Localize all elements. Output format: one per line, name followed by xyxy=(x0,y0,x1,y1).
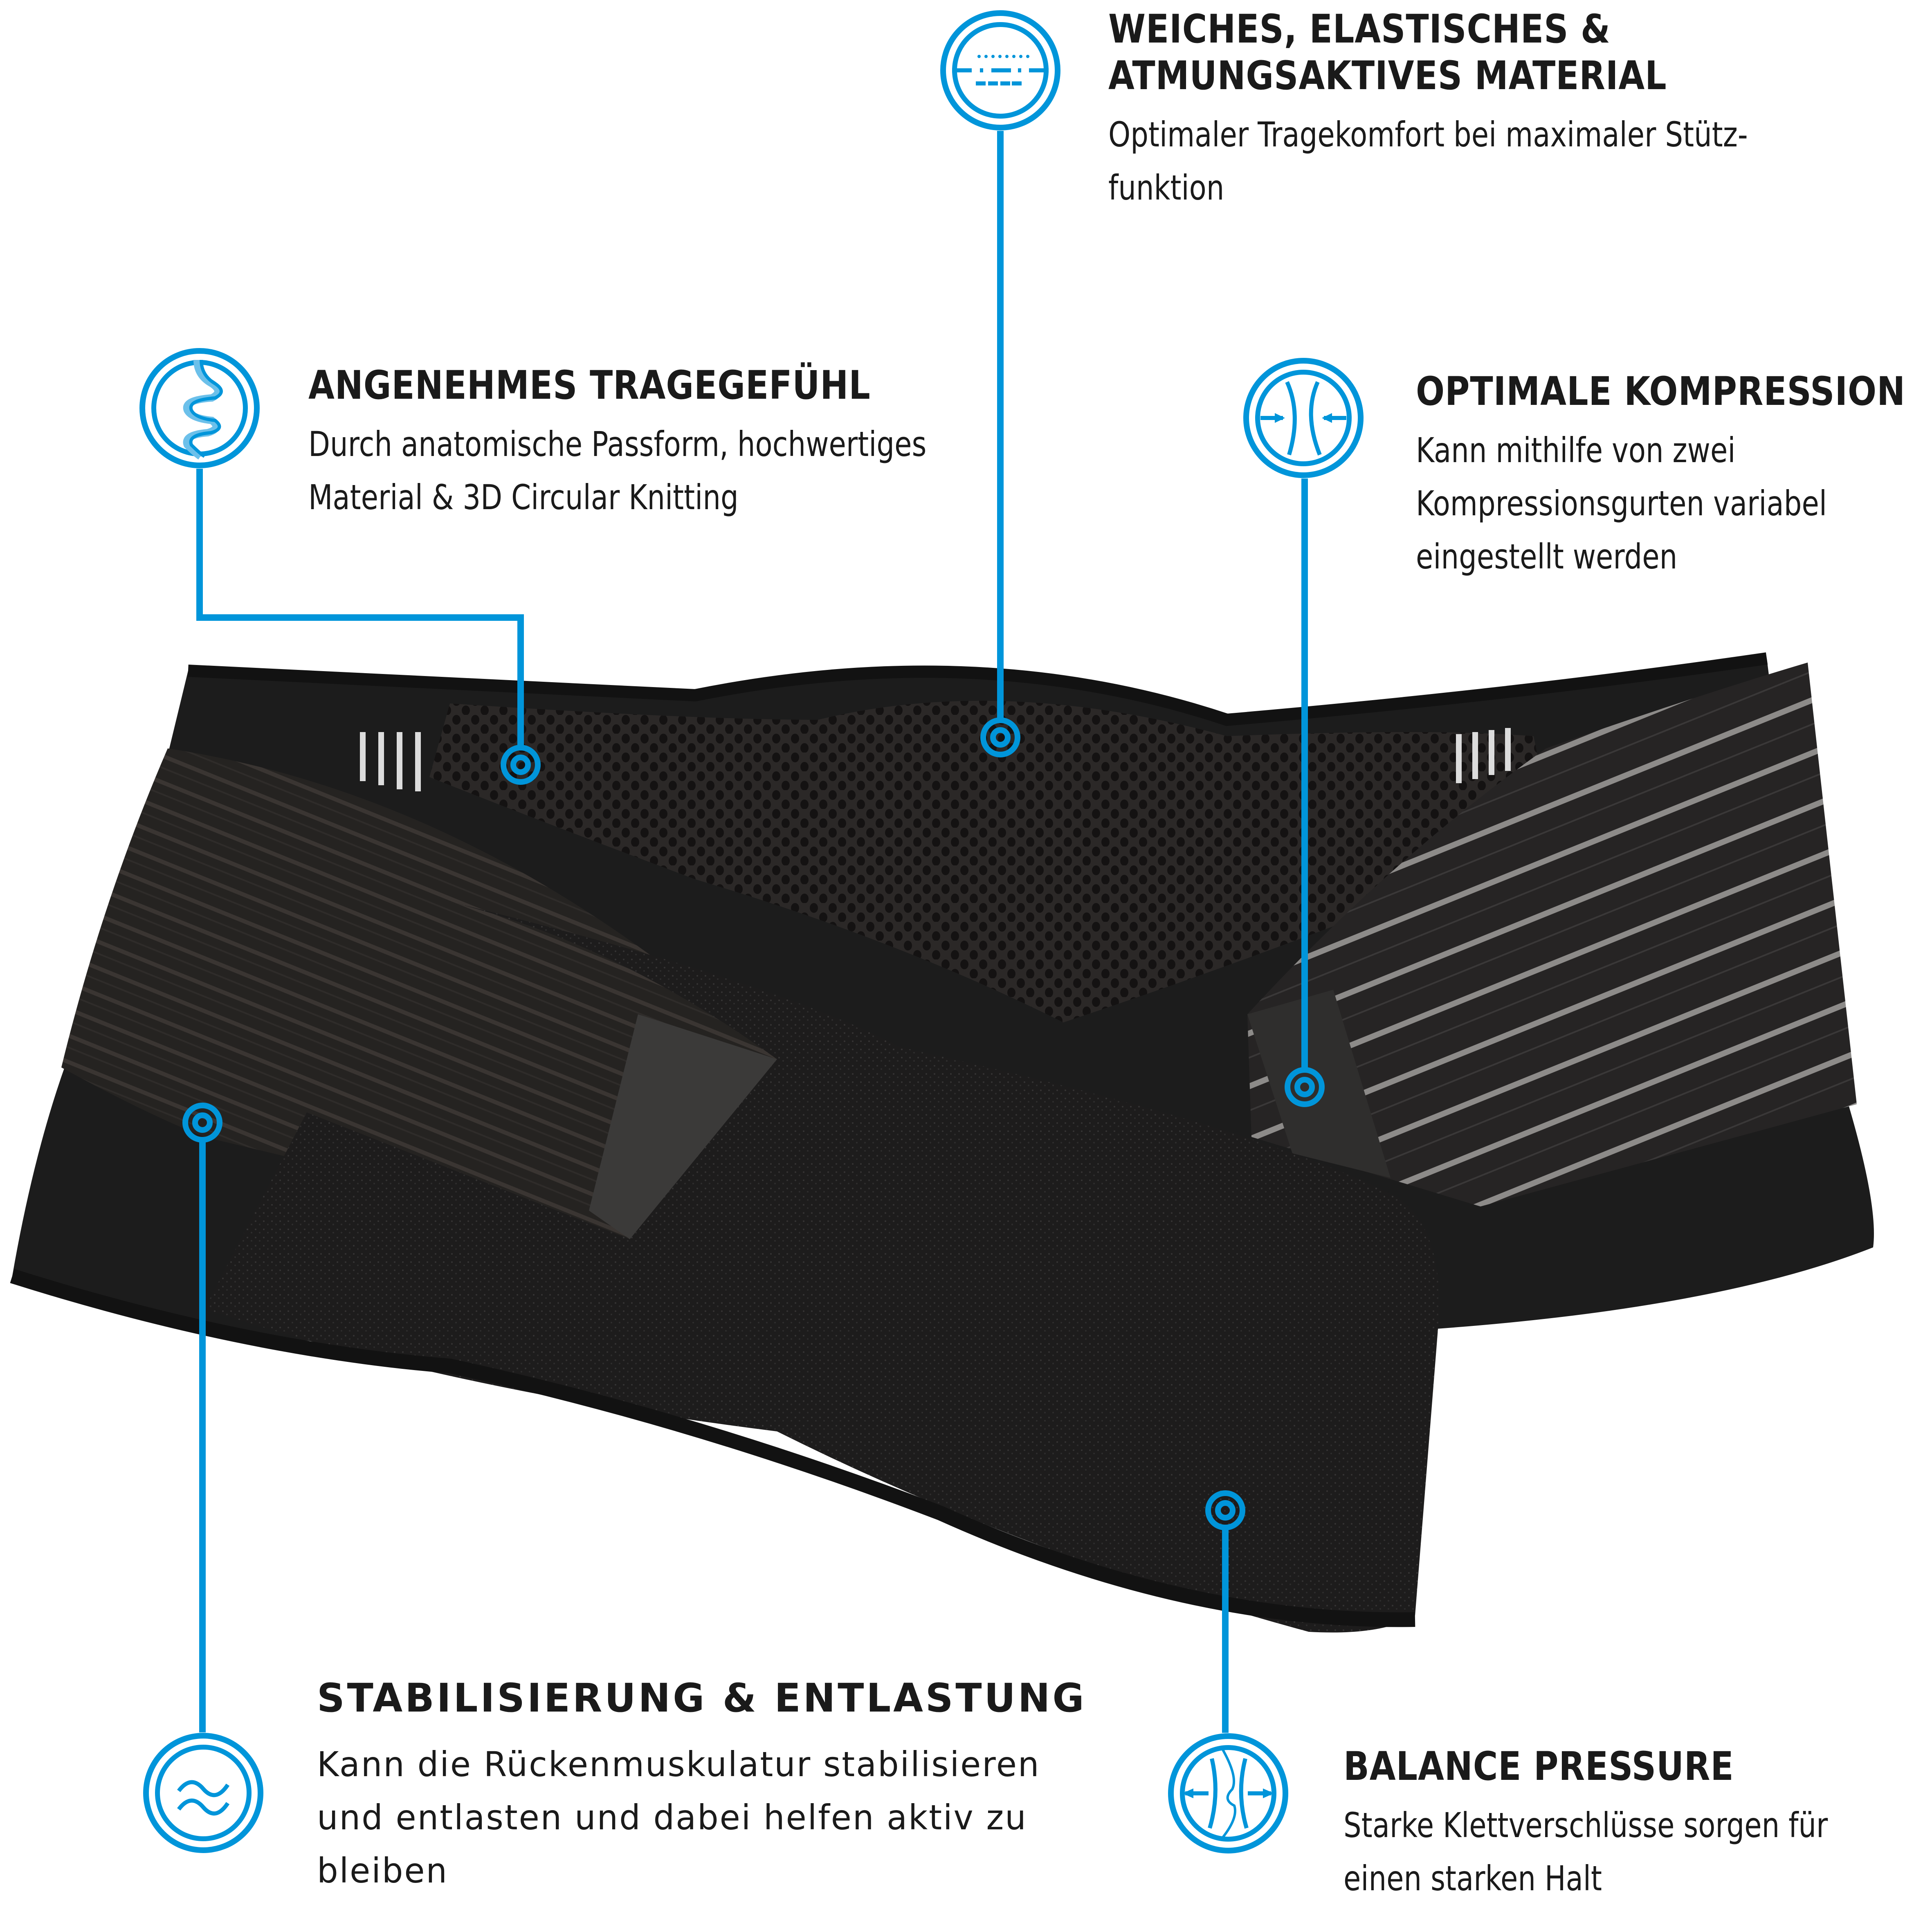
spine-wave-icon xyxy=(139,348,260,468)
description-line: funktion xyxy=(1108,168,1224,208)
target-markers xyxy=(182,717,1325,1530)
description-line: Optimaler Tragekomfort bei maximaler Stü… xyxy=(1108,115,1748,155)
double-wave-icon xyxy=(143,1733,263,1853)
description-line: Starke Klettverschlüsse sorgen für xyxy=(1343,1805,1828,1845)
balance-pressure-icon xyxy=(1168,1733,1288,1853)
feature-description: Optimaler Tragekomfort bei maximaler Stü… xyxy=(1108,108,1748,214)
left-compression-strap xyxy=(61,748,777,1239)
description-line: Material & 3D Circular Knitting xyxy=(308,477,739,517)
description-line: bleiben xyxy=(317,1851,448,1891)
belt-edge-binding xyxy=(10,1269,1415,1627)
target-marker-optimale[interactable] xyxy=(1285,1067,1325,1107)
front-velcro-flap xyxy=(204,900,1440,1633)
feature-optimale: OPTIMALE KOMPRESSION Kann mithilfe von z… xyxy=(1416,368,1932,583)
breathable-mesh-panel xyxy=(429,701,1554,1022)
target-marker-angenehmes[interactable] xyxy=(501,745,541,785)
feature-description: Kann die Rückenmuskulatur stabilisieren … xyxy=(317,1738,1078,1897)
feature-description: Kann mithilfe von zwei Kompressionsgurte… xyxy=(1416,424,1883,583)
feature-stabilisierung: STABILISIERUNG & ENTLASTUNG Kann die Rüc… xyxy=(317,1675,1102,1897)
description-line: einen starken Halt xyxy=(1343,1858,1602,1898)
target-marker-stabilisierung[interactable] xyxy=(182,1103,222,1143)
heading-line: BALANCE PRESSURE xyxy=(1343,1743,1734,1789)
leader-lines xyxy=(196,131,1308,1733)
feature-heading: OPTIMALE KOMPRESSION xyxy=(1416,368,1905,415)
target-marker-weiches[interactable] xyxy=(980,717,1020,757)
leader-line-angenehmes xyxy=(196,469,524,748)
feature-balance: BALANCE PRESSURE Starke Klettverschlüsse… xyxy=(1343,1743,1932,1905)
description-line: und entlasten und dabei helfen aktiv zu xyxy=(317,1797,1027,1838)
heading-line: STABILISIERUNG & ENTLASTUNG xyxy=(317,1675,1087,1721)
description-line: eingestellt werden xyxy=(1416,537,1678,577)
description-line: Kann mithilfe von zwei xyxy=(1416,430,1736,470)
feature-description: Durch anatomische Passform, hochwertiges… xyxy=(308,418,926,524)
knit-marks-right xyxy=(1456,728,1511,783)
description-line: Kompressionsgurten variabel xyxy=(1416,483,1827,523)
feature-angenehmes: ANGENEHMES TRAGEGEFÜHL Durch anatomische… xyxy=(308,362,1062,524)
description-line: Durch anatomische Passform, hochwertiges xyxy=(308,424,927,464)
feature-heading: STABILISIERUNG & ENTLASTUNG xyxy=(317,1675,1086,1721)
heading-line: OPTIMALE KOMPRESSION xyxy=(1416,368,1906,414)
feature-heading: ANGENEHMES TRAGEGEFÜHL xyxy=(308,362,957,409)
description-line: Kann die Rückenmuskulatur stabilisieren xyxy=(317,1744,1040,1784)
heading-line: ATMUNGSAKTIVES MATERIAL xyxy=(1108,53,1667,99)
feature-weiches: WEICHES, ELASTISCHES & ATMUNGSAKTIVES MA… xyxy=(1108,6,1888,214)
feature-description: Starke Klettverschlüsse sorgen für einen… xyxy=(1343,1799,1828,1905)
heading-line: ANGENEHMES TRAGEGEFÜHL xyxy=(308,362,871,408)
compression-arrows-icon xyxy=(1243,358,1364,478)
left-strap-tab xyxy=(589,1014,777,1239)
feature-heading: BALANCE PRESSURE xyxy=(1343,1743,1851,1790)
back-support-belt-photo xyxy=(10,652,1874,1633)
feature-heading: WEICHES, ELASTISCHES & ATMUNGSAKTIVES MA… xyxy=(1108,6,1779,99)
right-compression-strap xyxy=(1247,663,1857,1206)
target-marker-balance[interactable] xyxy=(1205,1490,1245,1530)
knit-marks-left xyxy=(360,732,421,791)
heading-line: WEICHES, ELASTISCHES & xyxy=(1108,6,1611,52)
breathable-fabric-icon xyxy=(940,10,1060,130)
